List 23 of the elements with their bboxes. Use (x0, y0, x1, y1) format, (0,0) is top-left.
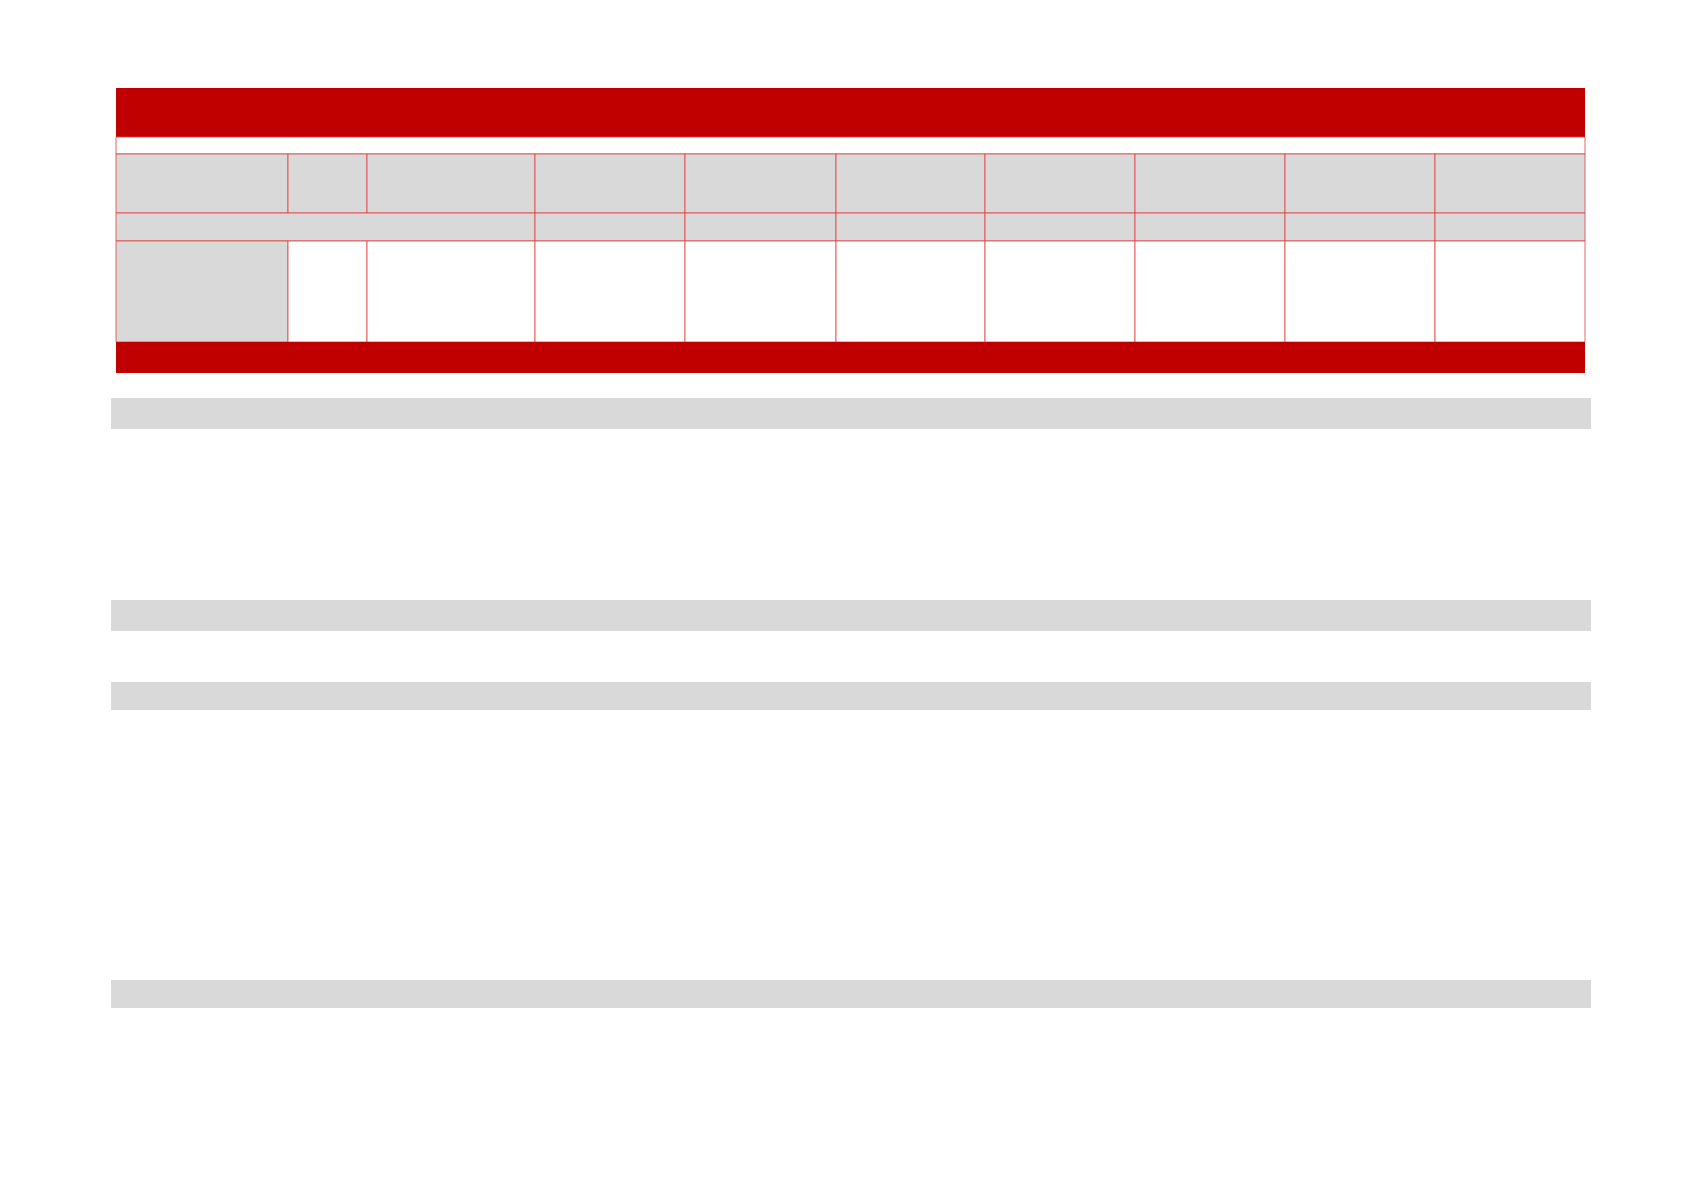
table-cell (1284, 240, 1436, 343)
title-banner (116, 88, 1585, 137)
table-cell (835, 240, 986, 343)
table-cell (1434, 212, 1586, 242)
table-cell (684, 240, 837, 343)
section-bar (111, 980, 1591, 1008)
section-bar (111, 682, 1591, 710)
table-cell (984, 212, 1136, 242)
table-cell (684, 212, 837, 242)
section-bar (111, 600, 1591, 631)
table-cell (287, 240, 368, 343)
table-cell (534, 212, 686, 242)
table-cell (1434, 240, 1586, 343)
table-cell (1284, 212, 1436, 242)
section-bar (111, 398, 1591, 429)
table-cell (1134, 240, 1286, 343)
footer-band (116, 342, 1585, 373)
table-cell (287, 153, 368, 214)
table-cell (115, 240, 289, 343)
table-cell (835, 212, 986, 242)
table-cell (534, 240, 686, 343)
table-cell (984, 240, 1136, 343)
table-cell (1134, 212, 1286, 242)
